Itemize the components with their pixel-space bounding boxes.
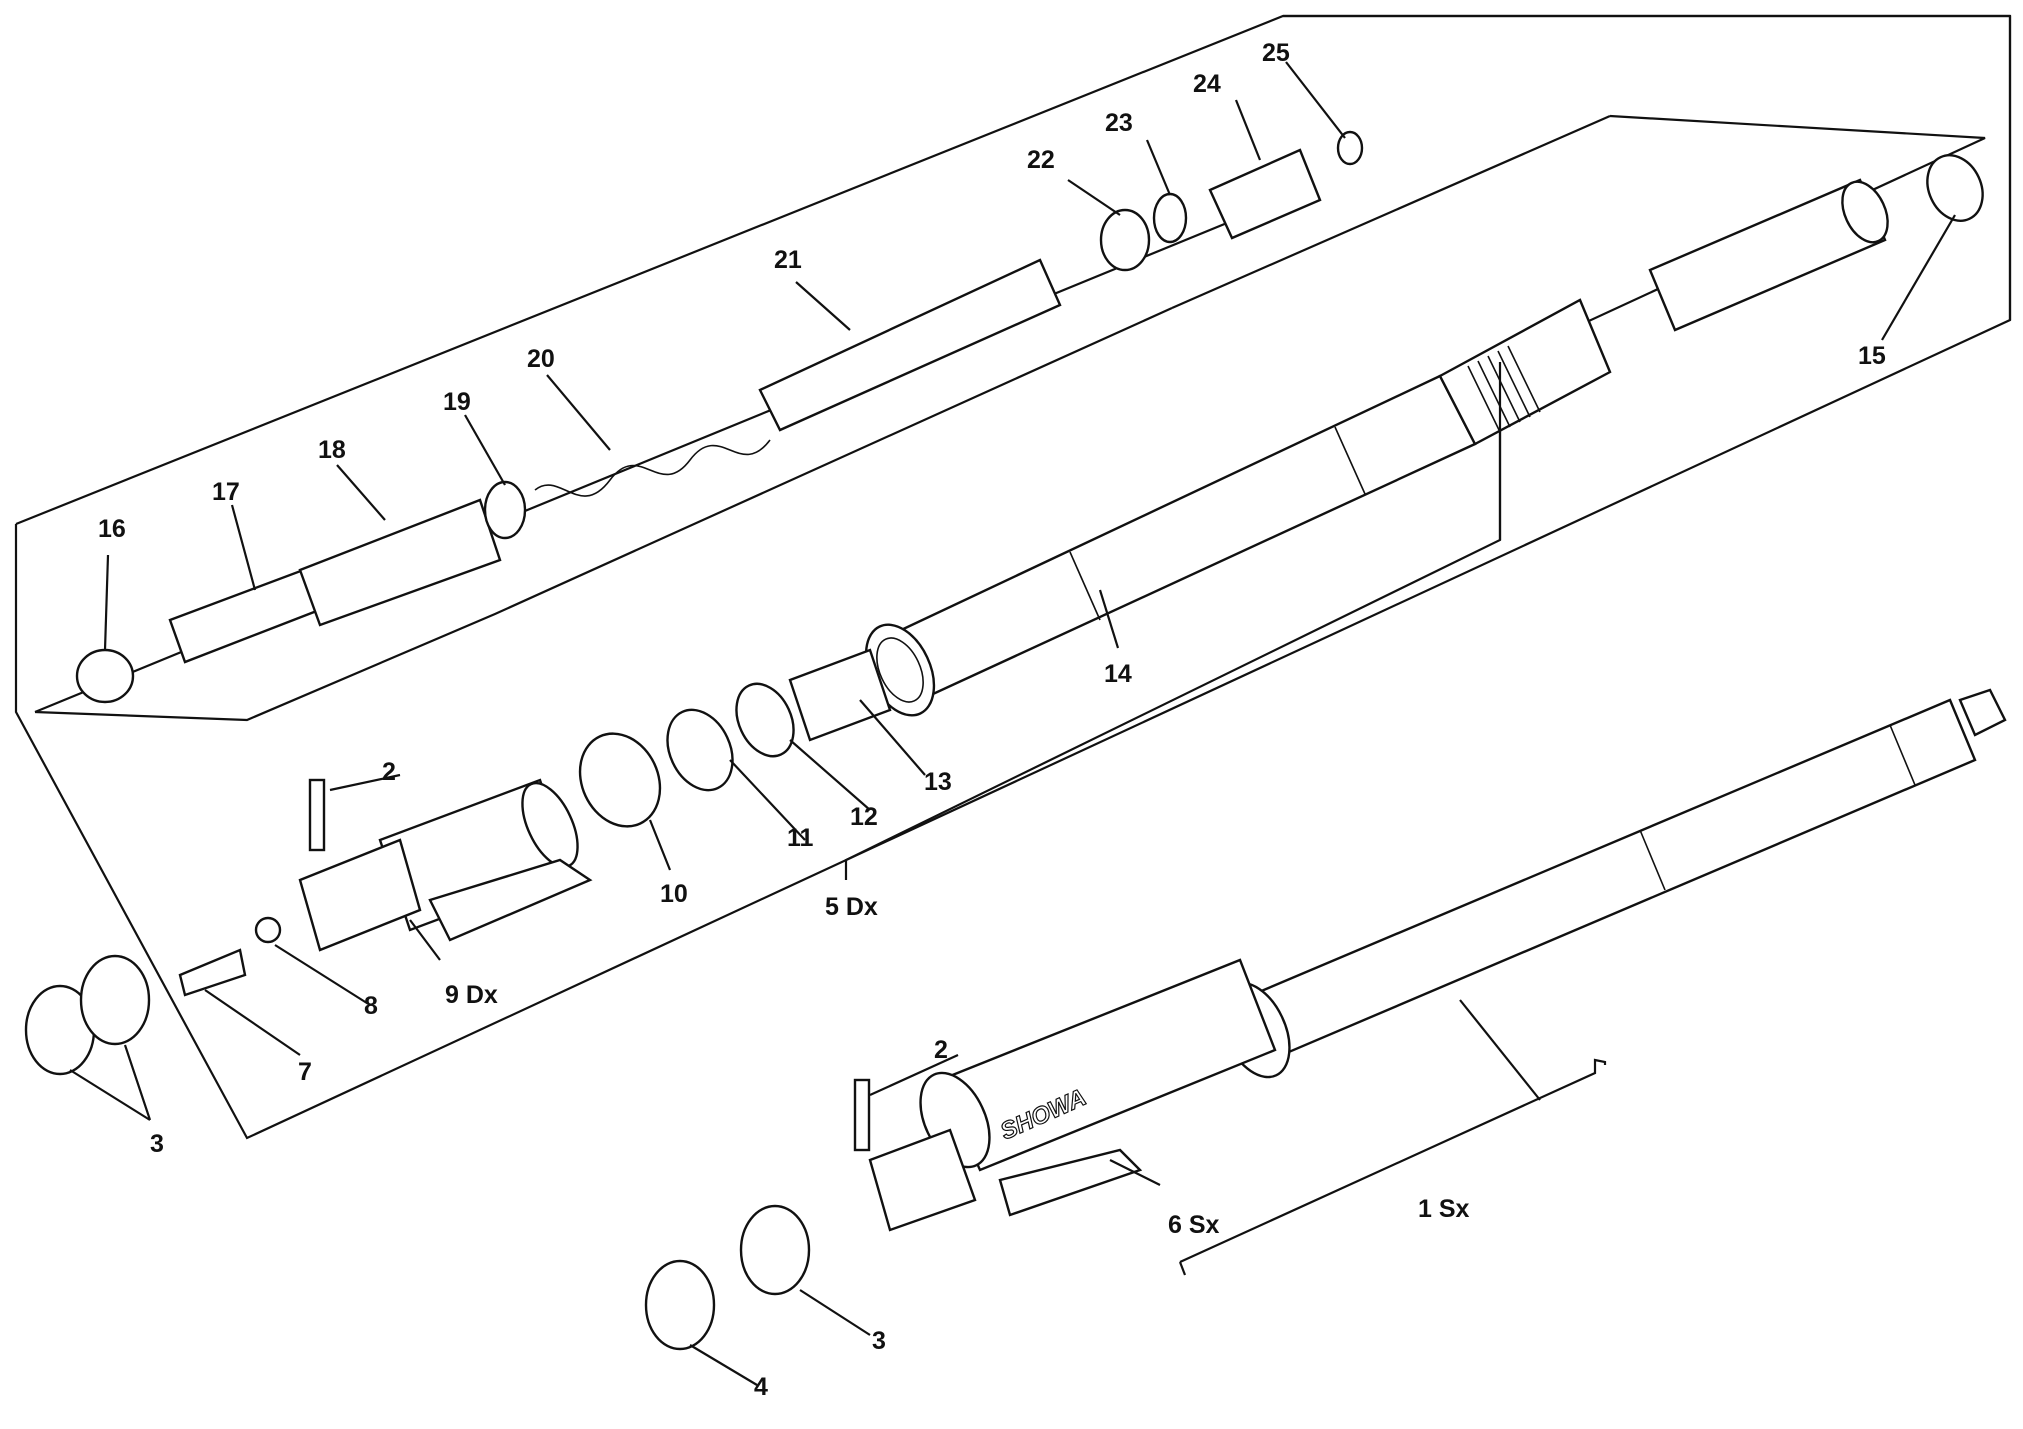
callout-2b: 2 (934, 1036, 948, 1064)
cartridge-parts (75, 130, 1364, 704)
frame-cartridge-sep (1171, 114, 1611, 310)
callout-8: 8 (364, 992, 378, 1020)
callout-9dx: 9 Dx (445, 981, 498, 1009)
callout-22: 22 (1027, 146, 1055, 174)
frame-cartridge-inner (34, 306, 1173, 722)
callout-7: 7 (298, 1058, 312, 1086)
part-16-bushing (75, 648, 135, 704)
callout-19: 19 (443, 388, 471, 416)
callout-14: 14 (1104, 660, 1132, 688)
callout-25: 25 (1262, 39, 1290, 67)
part-18-tube (298, 498, 502, 627)
part-13-bushing (788, 648, 892, 742)
callout-13: 13 (924, 768, 952, 796)
part-3-clamp-b (739, 1204, 811, 1296)
callout-18: 18 (318, 436, 346, 464)
part-15-cap (1926, 154, 1984, 222)
fork-leg-1sx: SHOWA (868, 688, 2007, 1232)
part-19-ring (483, 480, 527, 540)
callout-3a: 3 (150, 1130, 164, 1158)
callout-1sx: 1 Sx (1418, 1195, 1470, 1223)
callout-23: 23 (1105, 109, 1133, 137)
callout-17: 17 (212, 478, 240, 506)
part-22-bushing (1099, 208, 1151, 272)
callout-11: 11 (787, 824, 814, 852)
part-10-seal (578, 732, 662, 828)
part-25-clip (1336, 130, 1364, 166)
part-8-washer (254, 916, 282, 944)
part-2-bolt-a (308, 778, 326, 852)
callout-16: 16 (98, 515, 126, 543)
callout-2a: 2 (382, 758, 396, 786)
part-7-screw (178, 948, 247, 997)
seal-parts (24, 154, 1984, 1351)
frame-1sx-bottom (1178, 1261, 1187, 1276)
callout-24: 24 (1193, 70, 1221, 98)
callout-10: 10 (660, 880, 688, 908)
outer-tube-14 (864, 178, 1889, 717)
part-2-bolt-b (853, 1078, 871, 1152)
callout-6sx: 6 Sx (1168, 1211, 1220, 1239)
frame-1sx-bracket (1179, 1058, 1607, 1264)
callout-labels: 1 Sx 2 2 3 3 4 5 Dx 6 Sx 7 8 9 Dx 10 11 … (98, 39, 1886, 1401)
callout-4: 4 (754, 1373, 768, 1401)
part-24-adjuster (1208, 148, 1322, 240)
leader-lines (69, 61, 1956, 1386)
part-3-clamp-a2 (79, 954, 151, 1046)
callout-12: 12 (850, 803, 878, 831)
part-11-washer (666, 708, 734, 792)
part-4-clamp (644, 1259, 716, 1351)
part-21-cartridge (758, 258, 1062, 432)
callout-21: 21 (774, 246, 802, 274)
part-12-clip (735, 682, 795, 758)
lower-leg-9dx (298, 778, 593, 952)
callout-3b: 3 (872, 1327, 886, 1355)
callout-5dx: 5 Dx (825, 893, 878, 921)
part-20-spring (534, 439, 771, 497)
part-23-ring (1152, 192, 1188, 244)
callout-20: 20 (527, 345, 555, 373)
callout-15: 15 (1858, 342, 1886, 370)
